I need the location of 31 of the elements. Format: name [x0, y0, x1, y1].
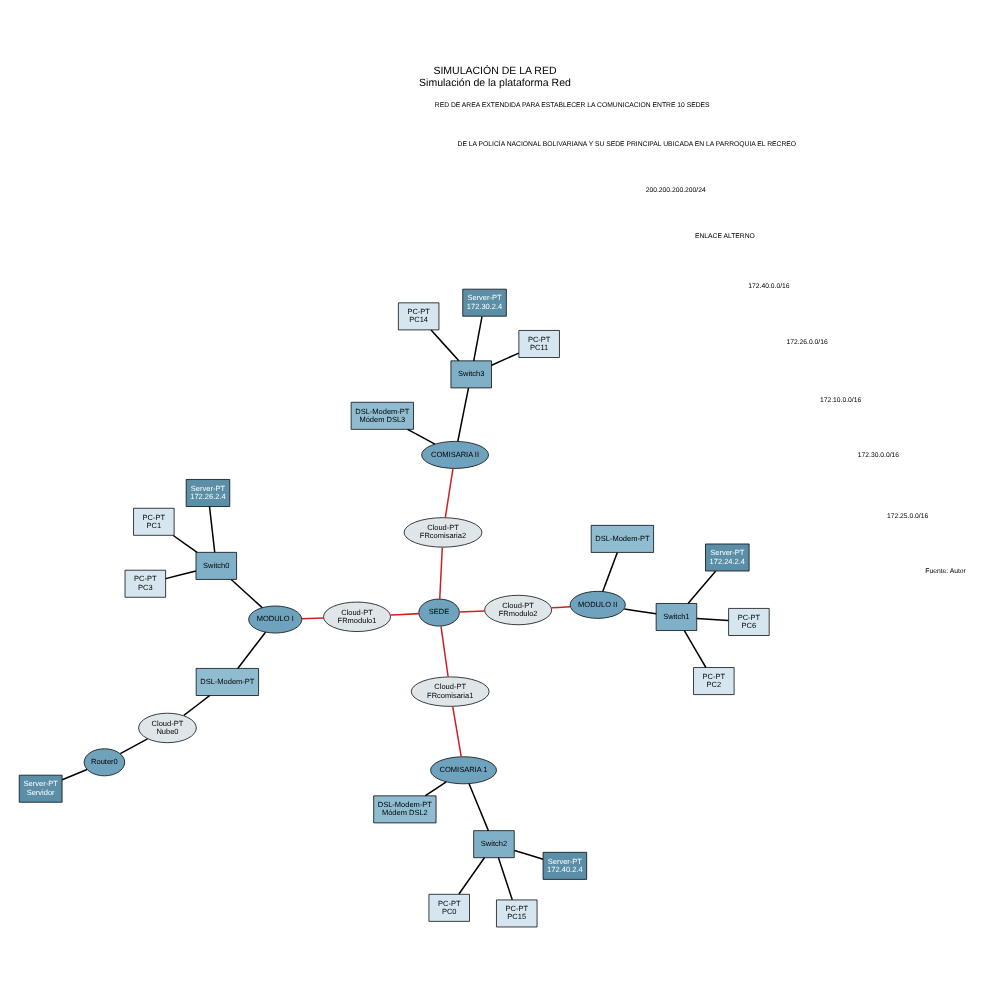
connector: [208, 505, 216, 553]
connector: [61, 768, 88, 781]
connector: [237, 631, 267, 670]
connector: [458, 857, 486, 895]
connector: [452, 705, 462, 758]
connector: [183, 694, 211, 717]
connector: [439, 546, 444, 600]
connector: [440, 625, 449, 678]
connector: [301, 617, 325, 620]
connector: [602, 551, 619, 593]
connector: [550, 605, 571, 609]
connector: [119, 738, 149, 755]
connector: [389, 612, 420, 616]
connector: [687, 570, 717, 604]
connector: [623, 608, 657, 615]
connector: [164, 570, 197, 580]
connector: [457, 387, 470, 442]
connector: [468, 783, 490, 832]
connector: [172, 534, 198, 554]
connector: [424, 781, 447, 797]
connector: [458, 610, 486, 613]
connector: [497, 857, 513, 901]
connector: [490, 352, 520, 366]
connector: [696, 617, 730, 622]
connector: [683, 629, 707, 669]
connector: [473, 315, 483, 362]
connector: [444, 467, 454, 519]
connector: [430, 329, 460, 362]
connector: [513, 849, 544, 860]
connector: [230, 578, 263, 609]
connector: [406, 428, 436, 445]
